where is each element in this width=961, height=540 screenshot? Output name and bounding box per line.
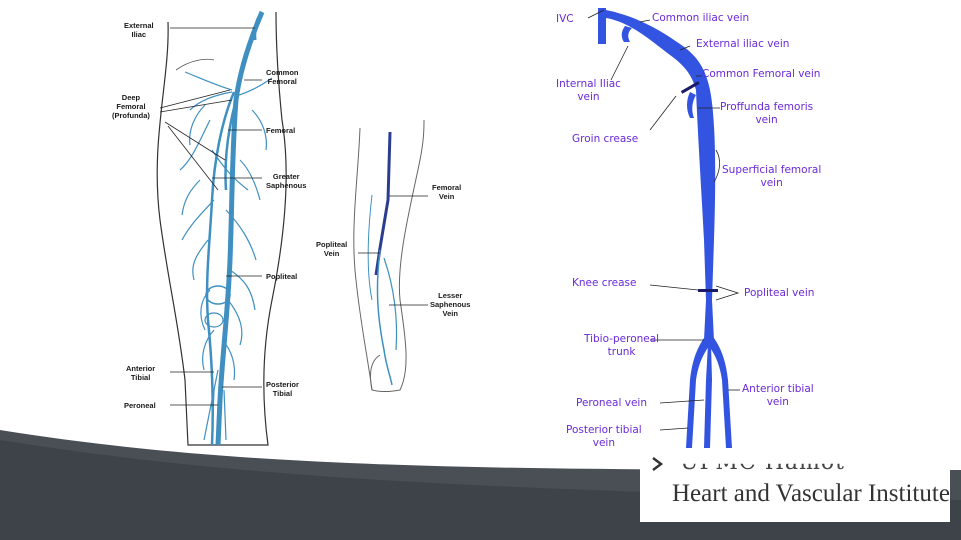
femoral-vein-posterior (376, 132, 390, 275)
chevron-icon (650, 456, 666, 472)
peroneal-vessel (704, 344, 712, 448)
label-anterior-tibial: Anterior Tibial (126, 364, 155, 382)
label-common-femoral: Common Femoral (266, 68, 299, 86)
label-popliteal-vein-right: Popliteal vein (744, 287, 814, 300)
logo-text-main: Heart and Vascular Institute (672, 480, 950, 508)
ivc-vessel (598, 8, 606, 44)
label-femoral-vein: Femoral Vein (432, 183, 461, 201)
label-anterior-tibial-vein: Anterior tibial vein (742, 383, 814, 409)
label-ivc: IVC (556, 13, 574, 26)
label-femoral: Femoral (266, 126, 295, 135)
lesser-saphenous-vein (377, 250, 392, 385)
femoral-vessel (696, 90, 715, 300)
label-internal-iliac-vein: Internal Iliac vein (556, 78, 621, 104)
label-popliteal-vein: Popliteal Vein (316, 240, 347, 258)
label-greater-saphenous: Greater Saphenous (266, 172, 306, 190)
label-superficial-femoral-vein: Superficial femoral vein (722, 164, 821, 190)
label-lesser-saphenous-vein: Lesser Saphenous Vein (430, 291, 470, 318)
label-peroneal-vein: Peroneal vein (576, 397, 647, 410)
femoral-vein-trunk (218, 12, 262, 445)
label-external-iliac-vein: External iliac vein (696, 38, 789, 51)
internal-iliac-vessel (622, 26, 632, 42)
profunda-vessel (687, 92, 696, 118)
lesser-saphenous-branch (384, 258, 397, 350)
label-proffunda-femoris-vein: Proffunda femoris vein (720, 101, 813, 127)
popliteal-branch (368, 195, 372, 300)
label-deep-femoral: Deep Femoral (Profunda) (112, 93, 150, 120)
label-knee-crease: Knee crease (572, 277, 636, 290)
label-common-femoral-vein: Common Femoral vein (702, 68, 820, 81)
label-posterior-tibial-vein: Posterior tibial vein (566, 424, 642, 450)
label-common-iliac-vein: Common iliac vein (652, 12, 749, 25)
posterior-leg-diagram (354, 120, 428, 392)
leg-outline-inner (176, 59, 214, 70)
label-tibio-peroneal-trunk: Tibio-peroneal trunk (584, 333, 659, 359)
popliteal-vessel (704, 300, 714, 340)
label-groin-crease: Groin crease (572, 133, 638, 146)
label-peroneal: Peroneal (124, 401, 156, 410)
label-popliteal: Popliteal (266, 272, 297, 281)
heel-outline (370, 355, 380, 390)
vein-branch-network (180, 72, 272, 440)
label-posterior-tibial: Posterior Tibial (266, 380, 299, 398)
label-external-iliac: External Iliac (124, 21, 154, 39)
knee-crease-marker (698, 289, 718, 292)
